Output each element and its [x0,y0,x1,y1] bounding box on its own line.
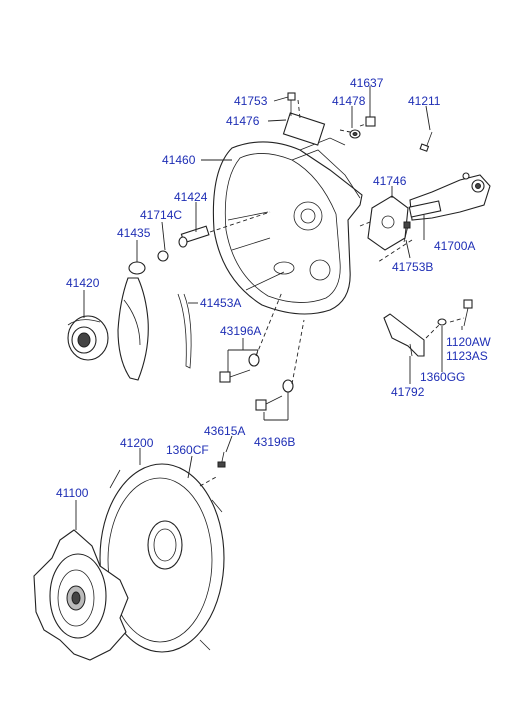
bolt-41211-drawing [419,131,433,152]
clutch-housing-drawing [212,112,363,315]
part-label-41753B[interactable]: 41753B [392,260,433,274]
part-label-41420[interactable]: 41420 [66,276,100,290]
part-label-1120AW[interactable]: 1120AW [446,335,491,349]
boot-41714C-drawing [157,250,169,262]
pivot-pin-41424-drawing [178,225,210,248]
bolt-41753-drawing [287,92,296,116]
part-label-41200[interactable]: 41200 [120,436,154,450]
leader-lines [75,86,463,530]
part-label-41424[interactable]: 41424 [174,190,208,204]
part-label-41637[interactable]: 41637 [350,76,384,90]
release-cylinder-41700A-drawing [408,172,491,221]
washer-nut-drawing [349,116,376,139]
gasket-41746-drawing [367,195,409,251]
bolt-41753B-drawing [403,221,411,243]
boot-41435-drawing [128,261,146,275]
part-label-41100[interactable]: 41100 [56,486,89,500]
washer-1123AS-drawing [437,318,447,326]
release-bearing-41420-drawing [67,315,109,361]
part-label-1123AS[interactable]: 1123AS [446,349,488,363]
spring-clip-41453A-drawing [177,293,192,369]
bracket-41792-drawing [383,313,425,357]
part-label-41211[interactable]: 41211 [408,94,441,108]
bolt-43615A-drawing [217,451,226,468]
alignment-lines [199,99,465,487]
part-label-1360CF[interactable]: 1360CF [166,443,209,457]
part-label-41700A[interactable]: 41700A [434,239,475,253]
part-label-41714C[interactable]: 41714C [140,208,182,222]
bolt-43196B-drawing [255,379,294,411]
part-label-41453A[interactable]: 41453A [200,296,241,310]
part-label-41753[interactable]: 41753 [234,94,268,108]
part-label-41478[interactable]: 41478 [332,94,366,108]
part-labels: 41753 41476 41637 41478 41211 41460 4142… [56,76,491,500]
part-label-41746[interactable]: 41746 [373,174,407,188]
part-label-41460[interactable]: 41460 [162,153,196,167]
clutch-disc-41100-drawing [33,529,129,661]
part-label-1360GG[interactable]: 1360GG [420,370,465,384]
part-label-43615A[interactable]: 43615A [204,424,245,438]
part-label-43196A[interactable]: 43196A [220,324,261,338]
release-fork-drawing [117,277,149,381]
clutch-cover-41200-drawing [93,463,225,653]
part-label-41435[interactable]: 41435 [117,226,151,240]
part-label-43196B[interactable]: 43196B [254,435,295,449]
bolt-43196A-drawing [219,353,260,383]
bolt-1120AW-drawing [463,299,473,327]
part-label-41792[interactable]: 41792 [391,385,425,399]
part-label-41476[interactable]: 41476 [226,114,260,128]
